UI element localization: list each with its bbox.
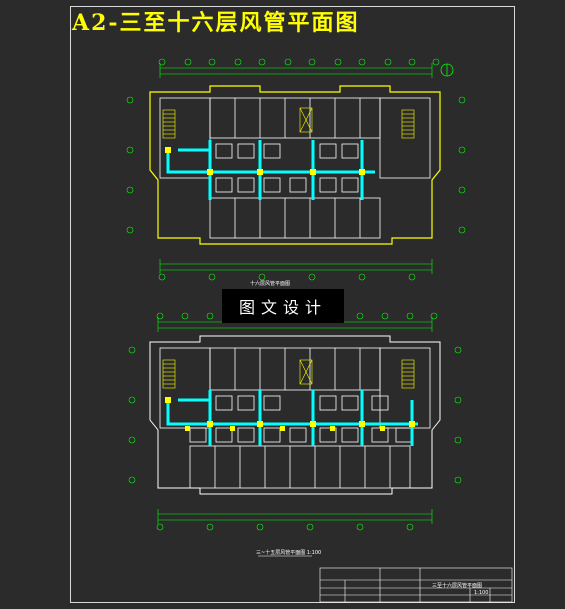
bottom-plan-ducts: [166, 390, 418, 446]
bottom-plan-walls: [159, 347, 431, 489]
watermark-badge: 图文设计: [222, 289, 344, 323]
title-block: [319, 567, 513, 603]
top-plan-axis-bubbles: [126, 58, 466, 281]
title-block-scale: 1:100: [474, 590, 489, 596]
drawing-sheet-frame: [70, 6, 515, 603]
top-plan-dimension-lines: [159, 63, 433, 274]
bottom-floor-plan: [128, 312, 462, 531]
top-floor-plan: [126, 58, 466, 281]
bottom-plan-caption: 三~十五层风管平面图 1:100: [256, 550, 322, 556]
drawing-title: A2-三至十六层风管平面图: [72, 10, 360, 36]
bottom-plan-outline: [149, 335, 441, 495]
top-plan-ducts: [166, 140, 375, 200]
top-plan-outline: [149, 85, 441, 245]
top-plan-walls: [159, 97, 431, 239]
top-plan-stairs: [162, 107, 415, 139]
bottom-plan-duct-fittings: [165, 397, 415, 431]
bottom-plan-stairs: [162, 359, 415, 389]
title-block-drawing-name: 三至十六层风管平面图: [432, 583, 483, 589]
top-plan-duct-fittings: [165, 147, 365, 175]
top-plan-caption: 十六层风管平面图: [250, 281, 291, 287]
north-arrow-icon: [440, 63, 454, 77]
